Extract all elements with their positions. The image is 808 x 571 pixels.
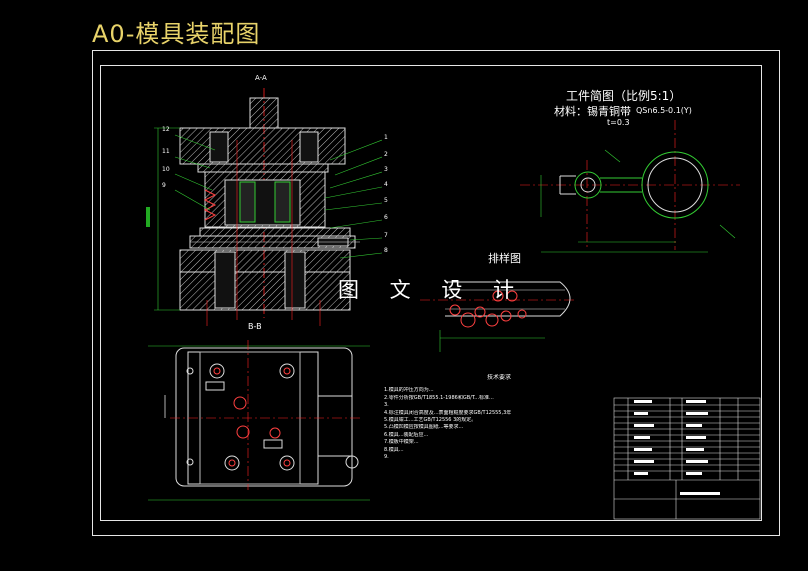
callout-7: 7 — [384, 232, 388, 239]
part-thickness: t=0.3 — [607, 118, 630, 127]
callout-5: 5 — [384, 197, 388, 204]
strip-layout-title: 排样图 — [488, 252, 521, 265]
callout-12: 12 — [162, 126, 170, 133]
section-bb-view — [148, 340, 370, 501]
tech-req-item: 5.模具钳工...工艺GB/T12556 3的规定。 — [384, 417, 477, 424]
tech-req-item: 3. — [384, 402, 389, 409]
part-material-label: 材料：锡青铜带 — [554, 105, 631, 118]
callout-11: 11 — [162, 148, 170, 155]
technical-requirements: 技术要求 1.模具的冲压方向为... 2.零件分析按GB/T1855.1-198… — [384, 374, 614, 461]
tech-req-item: 2.零件分析按GB/T1855.1-1986和GB/T...标准... — [384, 394, 494, 401]
side-marker — [146, 207, 150, 227]
section-aa-view — [154, 88, 383, 326]
bom-fill-marks — [634, 400, 720, 495]
tech-req-item: 5.凸模凹模应按模具图纸...等要求... — [384, 424, 464, 431]
tech-req-item: 8.模具... — [384, 446, 404, 453]
tech-req-item: 6.模具...装配后应... — [384, 431, 429, 438]
callout-10: 10 — [162, 166, 170, 173]
part-material-spec: QSn6.5-0.1(Y) — [636, 106, 692, 115]
callout-4: 4 — [384, 181, 388, 188]
part-view-title: 工件简图（比例5:1） — [566, 89, 682, 103]
outer-frame — [92, 50, 780, 536]
tech-req-item: 9. — [384, 454, 389, 461]
callout-9: 9 — [162, 182, 166, 189]
watermark: 图 文 设 计 — [338, 278, 527, 302]
section-aa-label: A-A — [255, 74, 267, 82]
callout-6: 6 — [384, 214, 388, 221]
tech-req-item: 1.模具的冲压方向为... — [384, 387, 434, 394]
callout-8: 8 — [384, 247, 388, 254]
section-bb-label: B-B — [248, 322, 262, 331]
drawing-title: A0-模具装配图 — [92, 20, 261, 48]
callout-2: 2 — [384, 151, 388, 158]
part-view — [520, 120, 740, 253]
tech-req-item: 4.标注模具闭合高度及...表面粗糙度要求GB/T12555,3年 — [384, 409, 512, 416]
strip-layout-view — [420, 281, 575, 352]
bom-table — [613, 397, 761, 520]
tech-req-title: 技术要求 — [486, 374, 511, 381]
callout-3: 3 — [384, 166, 388, 173]
callout-1: 1 — [384, 134, 388, 141]
inner-frame — [100, 65, 762, 521]
bom-rows — [614, 404, 760, 472]
tech-req-item: 7.模板中模架... — [384, 439, 419, 446]
